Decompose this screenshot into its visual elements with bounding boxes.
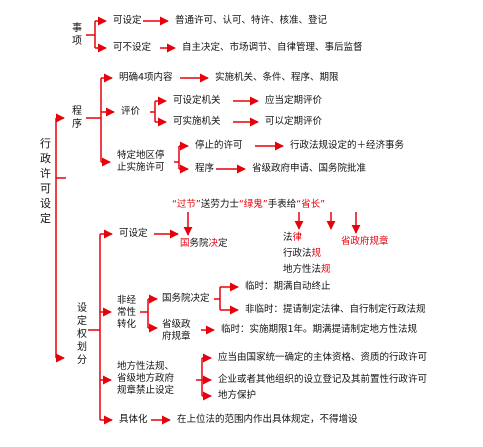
kesheding-jiguan: 可设定机关: [173, 95, 221, 106]
chengxu-label: 程 序: [72, 105, 82, 131]
plain-chars: 法: [283, 232, 293, 243]
jinzhi-item-3: 地方保护: [218, 390, 257, 401]
hl-char: 规: [321, 264, 331, 275]
tingzhi-node: 特定地区停 止实施许可: [117, 150, 165, 174]
tingzhi-chengxu: 程序: [195, 163, 215, 174]
juti-result: 在上位法的范围内作出具体规定，不得增设: [177, 414, 358, 425]
kesheding-items: 普通许可、认可、特许、核准、登记: [175, 15, 328, 26]
mingque-node: 明确4项内容: [119, 72, 173, 83]
mingque-items: 实施机关、条件、程序、期限: [215, 72, 339, 83]
red-chars: 省政府规: [341, 236, 380, 247]
feijingchang-line: 非经: [117, 295, 137, 306]
tingzhi-xuke-result: 行政法规设定的＋经济事务: [290, 140, 405, 151]
mnemonic-q2: “绿鬼”: [238, 199, 268, 210]
keshishi-jiguan-result: 可以定期评价: [265, 116, 323, 127]
root-char: 可: [40, 182, 51, 195]
root-char: 定: [40, 212, 51, 225]
plain-chars: 地方性法: [283, 264, 322, 275]
root-char: 设: [40, 197, 51, 210]
hl-char: 决: [208, 238, 219, 249]
sheng-zhengfu-guizhang: 省政府规章: [341, 236, 389, 248]
jinzhi-item-1: 应当由国家统一确定的主体资格、资质的行政许可: [218, 352, 428, 363]
jinzhi-line: 地方性法规、: [117, 361, 175, 372]
difang-fagui: 地方性法规: [283, 264, 331, 276]
mnemonic-q3: “省长”: [296, 199, 326, 210]
jinzhi-node: 地方性法规、 省级地方政府 规章禁止设定: [117, 361, 174, 397]
root-char: 行: [40, 137, 51, 150]
hl-char: 章: [379, 236, 389, 247]
mnemonic-q1: “过节”: [172, 199, 201, 210]
jinzhi-item-2: 企业或者其他组织的设立登记及其前置性行政许可: [218, 374, 428, 385]
keshe-node: 可设定: [119, 228, 148, 239]
tingzhi-chengxu-result: 省级政府申请、国务院批准: [252, 163, 367, 174]
shixiang-label: 事 项: [72, 22, 82, 48]
linshi-item: 临时：期满自动终止: [245, 281, 331, 292]
quanxian-char: 权: [77, 329, 87, 340]
falv: 法律: [283, 232, 302, 244]
feijingchang-line: 转化: [117, 319, 137, 330]
quanxian-char: 定: [77, 316, 87, 327]
quanxian-char: 设: [77, 303, 87, 314]
guowuyuan-jueding: 国务院决定: [180, 238, 228, 250]
jinzhi-line: 规章禁止设定: [117, 385, 175, 396]
chengxu-char: 程: [72, 106, 82, 117]
tingzhi-xuke: 停止的许可: [195, 140, 243, 151]
juti-node: 具体化: [119, 414, 148, 425]
mnemonic: “过节”送劳力士“绿鬼”手表给“省长”: [172, 199, 325, 211]
bukesheding-node: 可不设定: [113, 42, 152, 53]
plain-chars: 行政法: [283, 248, 312, 259]
bukesheding-items: 自主决定、市场调节、自律管理、事后监督: [182, 42, 363, 53]
mnemonic-mid1: 送劳力士: [200, 199, 239, 210]
tingzhi-line: 止实施许可: [117, 162, 165, 173]
root-char: 许: [40, 167, 51, 180]
shengji-guizhang-node: 省级政 府规章: [162, 319, 191, 343]
kesheding-node: 可设定: [113, 15, 142, 26]
xingzheng-fagui: 行政法规: [283, 248, 321, 260]
root-title: 行 政 许 可 设 定: [40, 136, 51, 226]
quanxian-char: 划: [77, 342, 87, 353]
mnemonic-mid2: 手表给: [267, 199, 297, 210]
shengji-line: 府规章: [162, 331, 191, 342]
chengxu-char: 序: [72, 119, 82, 130]
pingjia-node: 评价: [121, 106, 141, 117]
plain-chars: 定: [218, 238, 228, 249]
hl-char: 国: [180, 238, 190, 249]
quanxian-label: 设 定 权 划 分: [77, 302, 87, 367]
shengji-result: 临时：实施期限1年。期满提请制定地方性法规: [221, 324, 418, 335]
feilinshi-item: 非临时：提请制定法律、自行制定行政法规: [245, 304, 426, 315]
kesheding-jiguan-result: 应当定期评价: [265, 95, 323, 106]
jinzhi-line: 省级地方政府: [117, 373, 175, 384]
quanxian-char: 分: [77, 355, 87, 366]
feijingchang-node: 非经 常性 转化: [117, 295, 136, 331]
gwy-jueding-node: 国务院决定: [162, 293, 210, 304]
shixiang-char: 项: [72, 36, 82, 47]
feijingchang-line: 常性: [117, 307, 137, 318]
root-char: 政: [40, 152, 51, 165]
shixiang-char: 事: [72, 23, 82, 34]
hl-char: 律: [292, 232, 303, 243]
keshishi-jiguan: 可实施机关: [173, 116, 221, 127]
hl-char: 规: [311, 248, 322, 259]
plain-chars: 务院: [189, 238, 209, 249]
tingzhi-line: 特定地区停: [117, 150, 165, 161]
shengji-line: 省级政: [162, 319, 191, 330]
